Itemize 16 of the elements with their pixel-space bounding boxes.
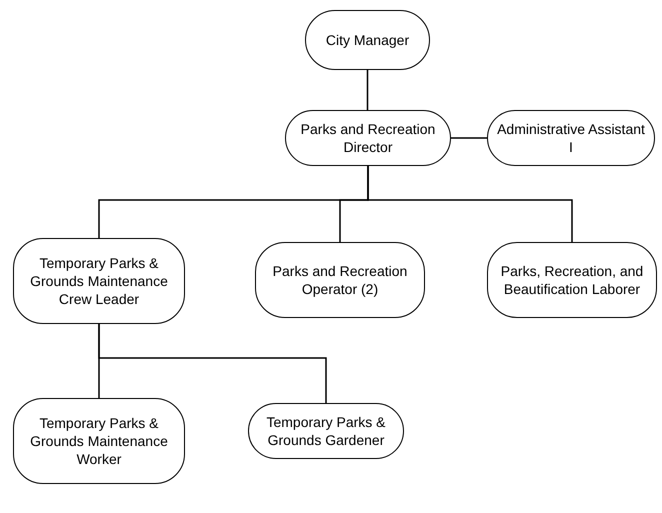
- position-title: Temporary Parks & Grounds Maintenance Worker: [29, 414, 169, 468]
- connector-line: [451, 137, 487, 139]
- position-title: Parks and Recreation Operator (2): [272, 262, 408, 298]
- position-box: [13, 238, 185, 324]
- position-title: Temporary Parks & Grounds Maintenance Crew Leader: [29, 254, 169, 308]
- position-title: Parks, Recreation, and Beautification Laborer: [500, 262, 644, 298]
- connector-line: [98, 324, 327, 403]
- connector-line: [366, 70, 368, 110]
- position-box: [255, 242, 425, 318]
- connector-line: [367, 166, 573, 242]
- position-box: [487, 242, 657, 318]
- position-title: Administrative Assistant I: [496, 120, 646, 156]
- position-title: Temporary Parks & Grounds Gardener: [265, 412, 387, 450]
- position-title: Parks and Recreation Director: [300, 120, 436, 156]
- position-box: [13, 398, 185, 484]
- position-title: City Manager: [326, 30, 410, 50]
